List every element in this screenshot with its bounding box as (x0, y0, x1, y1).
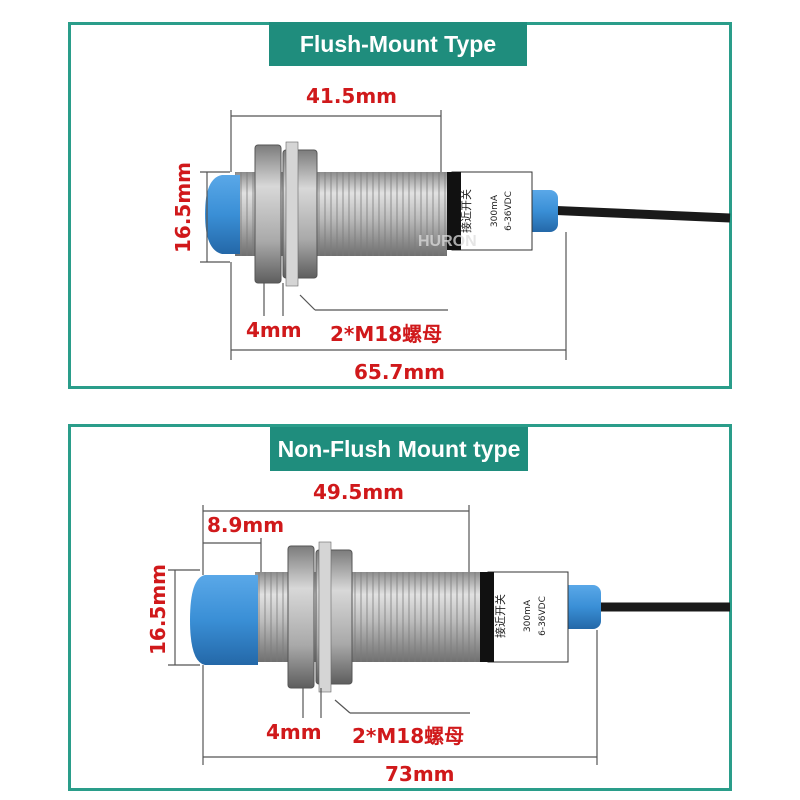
body-length-dimension: 49.5mm (313, 480, 405, 504)
flush-sensor: 300mA 6-36VDC 接近开关 HURON (200, 110, 731, 360)
body-length-dimension: 41.5mm (306, 84, 398, 108)
sensing-face (205, 175, 240, 254)
diameter-dimension: 16.5mm (171, 161, 195, 253)
cable (544, 205, 731, 223)
nut-count-label: 2*M18螺母 (352, 724, 465, 748)
nut-thickness-dimension: 4mm (266, 720, 322, 744)
nut-1 (287, 545, 315, 689)
label-voltage: 6-36VDC (504, 191, 514, 231)
total-length-dimension: 73mm (385, 762, 455, 786)
label-chars: 接近开关 (459, 189, 473, 233)
head-length-dimension: 8.9mm (207, 513, 285, 537)
sensing-head (190, 575, 258, 665)
label-chars: 接近开关 (493, 594, 507, 638)
label-current: 300mA (523, 599, 533, 632)
nut-count-label: 2*M18螺母 (330, 322, 443, 346)
total-length-dimension: 65.7mm (354, 360, 446, 384)
label-voltage: 6-36VDC (538, 596, 548, 636)
diameter-dimension: 16.5mm (146, 563, 170, 655)
nut-thickness-dimension: 4mm (246, 318, 302, 342)
label-current: 300mA (490, 194, 500, 227)
nut-1 (254, 144, 282, 284)
flush-mount-title: Flush-Mount Type (269, 22, 527, 66)
non-flush-sensor: 300mA 6-36VDC 接近开关 (168, 505, 730, 765)
non-flush-mount-title: Non-Flush Mount type (270, 427, 528, 471)
watermark: HURON (418, 233, 477, 250)
